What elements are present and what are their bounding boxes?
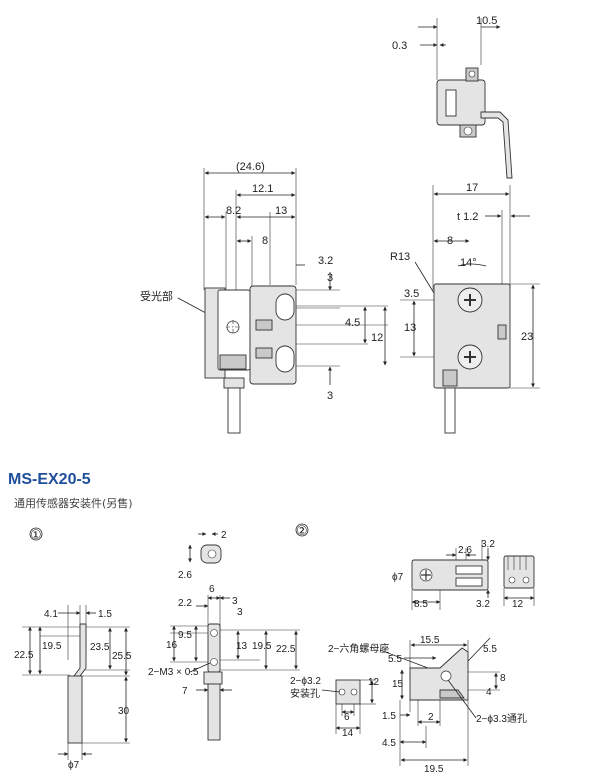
v2-dim-c: 8.5 <box>414 599 428 610</box>
marker-2: ② <box>296 524 308 539</box>
front-dim-h: 12 <box>371 332 383 344</box>
front-dim-d: 8 <box>262 235 268 247</box>
side-dim-angle: 14° <box>460 257 477 269</box>
b1-dim-top-a: 4.1 <box>44 609 58 620</box>
v2-dim-g: 5.5 <box>388 654 402 665</box>
v2-label-through-hole: 2−ϕ3.3通孔 <box>476 713 527 725</box>
side-dim-hole: 13 <box>404 322 416 334</box>
bracket-view-1: ① 4.1 1.5 19.5 22.5 23.5 25.5 30 <box>14 527 132 771</box>
v2-dim-d: 3.2 <box>476 599 490 610</box>
v2-dim-i: 15 <box>392 679 404 690</box>
mid-dim-c: 3 <box>237 607 243 618</box>
v2-dim-dia: ϕ7 <box>392 572 404 583</box>
b1-dim-right-b: 25.5 <box>112 651 132 662</box>
v2-dim-q: 4.5 <box>382 738 396 749</box>
front-dim-overall: (24.6) <box>236 161 265 173</box>
bracket-view-mid: 2 2.6 6 2.2 3 3 9.5 16 13 19.5 22.5 <box>148 530 300 741</box>
mid-dim-f: 13 <box>236 641 248 652</box>
front-dim-a: 12.1 <box>252 183 273 195</box>
mid-dim-nut: 2 <box>221 530 227 541</box>
marker-1: ① <box>30 528 42 543</box>
mid-dim-h: 22.5 <box>276 644 296 655</box>
sensor-top-view: 10.5 0.3 <box>392 15 513 179</box>
product-description: 通用传感器安装件(另售) <box>14 496 133 510</box>
sensor-front-view: (24.6) 12.1 8.2 13 8 3.2 3 4.5 12 3 受光部 <box>140 161 388 434</box>
mid-dim-top: 6 <box>209 584 215 595</box>
side-dim-thickness: t 1.2 <box>457 211 478 223</box>
v2-dim-b: 3.2 <box>481 539 495 550</box>
b1-dim-left-b: 22.5 <box>14 650 34 661</box>
v2-dim-e: 12 <box>512 599 524 610</box>
bracket-view-2: ② 2.6 3.2 ϕ7 8.5 3.2 12 2−六角螺母座 <box>290 523 535 775</box>
front-dim-f: 3 <box>327 272 333 284</box>
sensor-side-view: 17 t 1.2 8 R13 14° 3.5 13 23 <box>390 182 540 434</box>
b1-dim-dia: ϕ7 <box>68 760 80 771</box>
mid-dim-b: 3 <box>232 596 238 607</box>
front-dim-i: 3 <box>327 390 333 402</box>
top-dim-width: 10.5 <box>476 15 497 27</box>
label-receiver: 受光部 <box>140 289 173 303</box>
v2-dim-j: 8 <box>500 673 506 684</box>
v2-label-mount-hole-2: 安装孔 <box>290 687 320 700</box>
product-model: MS-EX20-5 <box>8 471 91 488</box>
v2-dim-k: 4 <box>486 687 492 698</box>
side-dim-width: 17 <box>466 182 478 194</box>
b1-dim-top-b: 1.5 <box>98 609 112 620</box>
front-dim-b: 8.2 <box>226 205 241 217</box>
v2-dim-a: 2.6 <box>458 545 472 556</box>
mid-label-thread: 2−M3 × 0.5 <box>148 667 199 678</box>
side-dim-pitch: 8 <box>447 235 453 247</box>
b1-dim-left-a: 19.5 <box>42 641 62 652</box>
v2-dim-p: 2 <box>428 712 434 723</box>
b1-dim-length: 30 <box>118 706 130 717</box>
mid-dim-a: 2.2 <box>178 598 192 609</box>
v2-dim-f: 15.5 <box>420 635 440 646</box>
mid-dim-bottom: 7 <box>182 686 188 697</box>
mid-dim-d: 9.5 <box>178 630 192 641</box>
front-dim-g: 4.5 <box>345 317 360 329</box>
v2-dim-l: 12 <box>368 677 380 688</box>
mid-dim-g: 19.5 <box>252 641 272 652</box>
side-dim-height: 23 <box>521 331 533 343</box>
v2-dim-m: 6 <box>344 712 350 723</box>
mid-dim-e: 16 <box>166 640 178 651</box>
v2-dim-r: 19.5 <box>424 764 444 775</box>
v2-label-mount-hole: 2−ϕ3.2 <box>290 676 321 687</box>
front-dim-c: 13 <box>275 205 287 217</box>
side-dim-offset: 3.5 <box>404 288 419 300</box>
front-dim-e: 3.2 <box>318 255 333 267</box>
v2-dim-h: 5.5 <box>483 644 497 655</box>
b1-dim-right-a: 23.5 <box>90 642 110 653</box>
v2-dim-o: 1.5 <box>382 711 396 722</box>
side-dim-radius: R13 <box>390 251 410 263</box>
top-dim-offset: 0.3 <box>392 40 407 52</box>
v2-dim-n: 14 <box>342 728 354 739</box>
v2-label-nut-seat: 2−六角螺母座 <box>328 642 389 655</box>
mid-dim-nut-h: 2.6 <box>178 570 192 581</box>
